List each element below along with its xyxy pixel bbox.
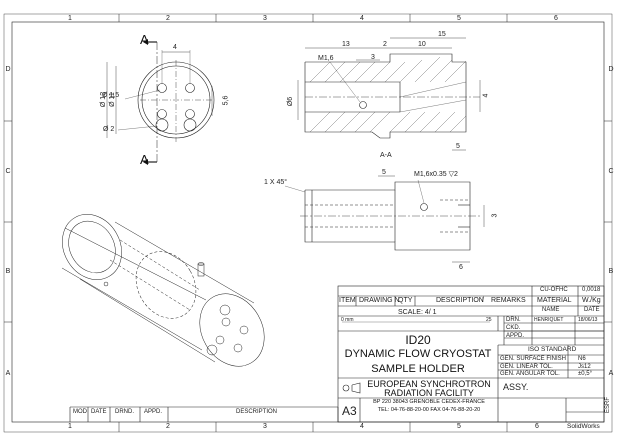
zone-col-4: 4 bbox=[360, 15, 364, 22]
col-description: DESCRIPTION bbox=[436, 297, 484, 304]
surface-finish-label: GEN. SURFACE FINISH bbox=[500, 356, 567, 362]
zone-col-5: 5 bbox=[457, 15, 461, 22]
zone-col-2: 2 bbox=[166, 15, 170, 22]
org-contact: TEL: 04-76-88-20-00 FAX 04-76-88-20-20 bbox=[377, 407, 481, 413]
dim-d6: Ø6 bbox=[287, 96, 295, 107]
col-remarks: REMARKS bbox=[491, 297, 526, 304]
linear-tol-label: GEN. LINEAR TOL. bbox=[500, 364, 553, 370]
software-label: SolidWorks bbox=[567, 423, 600, 430]
dim-15: 15 bbox=[438, 31, 446, 38]
rev-appd: APPD. bbox=[144, 409, 163, 415]
hatching bbox=[309, 56, 467, 133]
dim-3: 3 bbox=[371, 54, 375, 61]
appd-label: APPD. bbox=[506, 333, 525, 339]
dim-5: 5 bbox=[456, 143, 460, 150]
zone-col-3: 3 bbox=[263, 15, 267, 22]
zone-row-c-right: C bbox=[608, 168, 614, 175]
dim-5-side: 5 bbox=[382, 169, 386, 176]
name-label: NAME bbox=[542, 307, 560, 313]
drawing-title: DYNAMIC FLOW CRYOSTAT bbox=[344, 348, 492, 360]
ckd-label: CKD. bbox=[506, 325, 521, 331]
zone-col-1-bottom: 1 bbox=[68, 423, 72, 430]
zone-col-6: 6 bbox=[554, 15, 558, 22]
zone-ticks bbox=[4, 14, 612, 432]
section-mark-bottom: A bbox=[140, 152, 149, 167]
isometric-view bbox=[61, 214, 265, 367]
dim-4-right: 4 bbox=[482, 93, 490, 98]
zone-row-d: D bbox=[5, 66, 11, 73]
col-drawing-n: DRAWING N bbox=[359, 297, 400, 304]
section-view-label: A-A bbox=[380, 152, 392, 159]
sheet-size: A3 bbox=[342, 404, 357, 418]
zone-row-b-right: B bbox=[608, 268, 614, 275]
section-view bbox=[297, 37, 481, 151]
mass-unit: W./Kg bbox=[582, 297, 601, 304]
dim-13: 13 bbox=[342, 41, 350, 48]
angular-tol-label: GEN. ANGULAR TOL. bbox=[500, 371, 560, 377]
title-block bbox=[69, 285, 605, 423]
outer-frame bbox=[3, 13, 613, 433]
dim-2: 2 bbox=[383, 41, 387, 48]
iso-standard: ISO STANDARD bbox=[528, 346, 577, 353]
dim-d15: Ø 1,5 bbox=[102, 92, 120, 99]
scale-end: 25 bbox=[486, 317, 492, 323]
drawing-date: 18/06/13 bbox=[578, 317, 598, 323]
material-label: MATERIAL bbox=[537, 297, 572, 304]
assy-label: ASSY. bbox=[503, 382, 529, 392]
zone-row-a: A bbox=[5, 370, 11, 377]
drawing-id: ID20 bbox=[405, 333, 431, 347]
scale-start: 0 mm bbox=[341, 317, 354, 323]
dim-10: 10 bbox=[418, 41, 426, 48]
dim-56: 5,6 bbox=[222, 95, 230, 106]
org-name-1: EUROPEAN SYNCHROTRON bbox=[367, 379, 491, 389]
dim-d2: Ø 2 bbox=[103, 126, 115, 133]
dim-chamfer: 1 X 45° bbox=[264, 179, 288, 186]
drawer-name: HENRIQUET bbox=[534, 317, 564, 323]
zone-col-1: 1 bbox=[68, 15, 72, 22]
linear-tol: Js12 bbox=[578, 364, 591, 370]
dim-6: 6 bbox=[459, 264, 463, 271]
rev-date: DATE bbox=[91, 409, 107, 415]
col-qty: QTY bbox=[398, 297, 413, 304]
side-view bbox=[284, 175, 485, 263]
front-view bbox=[106, 39, 215, 165]
zone-row-b: B bbox=[5, 268, 11, 275]
zone-row-c: C bbox=[5, 168, 11, 175]
zone-row-a-right: A bbox=[608, 370, 614, 377]
date-label: DATE bbox=[584, 307, 600, 313]
rev-description: DESCRIPTION bbox=[236, 409, 278, 415]
mass-value: 0,0018 bbox=[582, 287, 601, 293]
drawing-subtitle: SAMPLE HOLDER bbox=[371, 363, 465, 375]
col-slash: / bbox=[482, 297, 484, 304]
rev-drnd: DRND. bbox=[115, 409, 134, 415]
drn-label: DRN. bbox=[506, 317, 521, 323]
dim-3-side: 3 bbox=[491, 213, 499, 218]
org-address: BP 220 38043 GRENOBLE CEDEX-FRANCE bbox=[373, 399, 485, 405]
zone-col-6-bottom: 6 bbox=[535, 423, 539, 430]
zone-col-4-bottom: 4 bbox=[360, 423, 364, 430]
material-code: CU-OFHC bbox=[540, 287, 568, 293]
zone-col-3-bottom: 3 bbox=[263, 423, 267, 430]
col-item: ITEM bbox=[339, 297, 356, 304]
dim-thread: M1,6x0.35 ▽2 bbox=[414, 171, 458, 178]
rev-mod: MOD bbox=[73, 409, 87, 415]
org-name-2: RADIATION FACILITY bbox=[384, 388, 474, 398]
zone-row-d-right: D bbox=[608, 66, 614, 73]
scale: SCALE: 4/ 1 bbox=[398, 309, 437, 316]
zone-col-2-bottom: 2 bbox=[166, 423, 170, 430]
dim-m16: M1,6 bbox=[318, 55, 334, 62]
esrf-label: ESRF bbox=[605, 396, 612, 414]
section-mark-top: A bbox=[140, 32, 149, 47]
angular-tol: ±0,5° bbox=[578, 371, 593, 377]
zone-col-5-bottom: 5 bbox=[457, 423, 461, 430]
surface-finish: N6 bbox=[578, 356, 586, 362]
dim-top-4: 4 bbox=[173, 44, 177, 51]
